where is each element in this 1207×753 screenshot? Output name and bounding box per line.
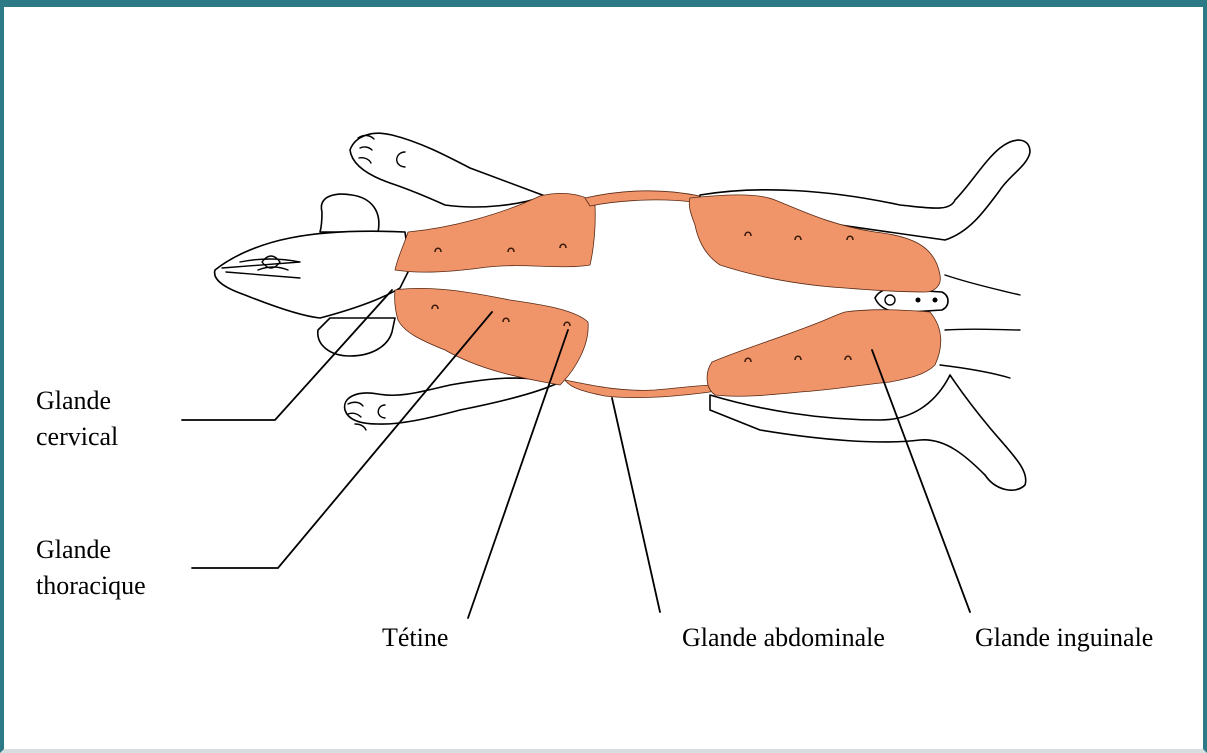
gland-inguinal-right bbox=[707, 310, 941, 397]
leader-abdominal bbox=[612, 398, 660, 612]
label-cervical-gland: Glande cervical bbox=[36, 383, 118, 455]
label-teat: Tétine bbox=[382, 620, 448, 656]
label-thoracic-line1: Glande bbox=[36, 532, 146, 568]
front-right-paw bbox=[345, 378, 560, 424]
ear-bottom bbox=[318, 318, 395, 356]
head bbox=[215, 231, 410, 318]
label-cervical-line2: cervical bbox=[36, 419, 118, 455]
gland-abdominal-left bbox=[585, 191, 700, 206]
label-abdominal-gland: Glande abdominale bbox=[682, 620, 885, 656]
label-inguinal-gland: Glande inguinale bbox=[975, 620, 1153, 656]
label-cervical-line1: Glande bbox=[36, 383, 118, 419]
front-left-paw bbox=[350, 133, 545, 207]
gland-cervical-thoracic-right bbox=[395, 288, 589, 385]
gland-abdominal-right bbox=[565, 380, 715, 398]
label-thoracic-line2: thoracique bbox=[36, 568, 146, 604]
label-thoracic-gland: Glande thoracique bbox=[36, 532, 146, 604]
ear-top bbox=[320, 194, 379, 232]
